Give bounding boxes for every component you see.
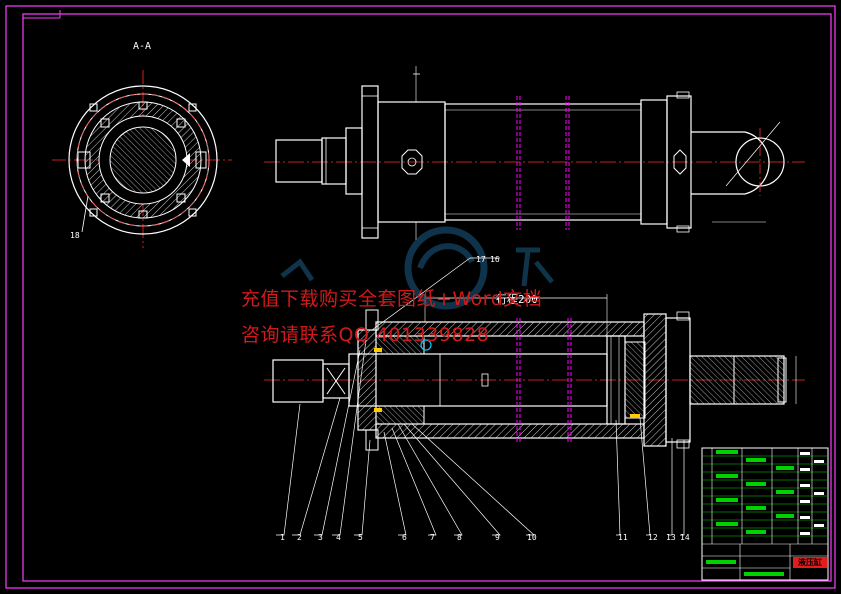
logo-watermark — [280, 226, 554, 310]
part-3: 3 — [318, 533, 323, 542]
section-view — [264, 294, 805, 451]
part-11: 11 — [618, 533, 628, 542]
part-7: 7 — [430, 533, 435, 542]
part-4: 4 — [336, 533, 341, 542]
part-1: 1 — [280, 533, 285, 542]
exterior-view — [264, 66, 805, 240]
callout-17: 17 — [476, 255, 486, 264]
part-5: 5 — [358, 533, 363, 542]
callout-18: 18 — [70, 231, 80, 240]
watermark-line-1: 充值下载购买全套图纸+Word文档 — [241, 288, 543, 310]
bolt-holes — [89, 101, 197, 219]
part-number-labels: 1 2 3 4 5 6 7 8 9 10 11 12 13 14 17 16 1… — [70, 231, 690, 542]
part-6: 6 — [402, 533, 407, 542]
leader-lines — [276, 257, 685, 536]
watermark-line-2: 咨询请联系QQ 401339828 — [241, 324, 490, 346]
part-14: 14 — [680, 533, 690, 542]
title-block-name: 液压缸 — [793, 557, 827, 568]
drawing-frame — [5, 5, 836, 589]
part-10: 10 — [527, 533, 537, 542]
stroke-dimension: 行程200 — [496, 293, 538, 306]
part-8: 8 — [457, 533, 462, 542]
callout-16: 16 — [490, 255, 500, 264]
part-2: 2 — [297, 533, 302, 542]
section-label: A-A — [133, 41, 152, 52]
section-view-a-a — [52, 70, 232, 248]
part-13: 13 — [666, 533, 676, 542]
parts-table — [701, 447, 829, 581]
part-9: 9 — [495, 533, 500, 542]
part-12: 12 — [648, 533, 658, 542]
